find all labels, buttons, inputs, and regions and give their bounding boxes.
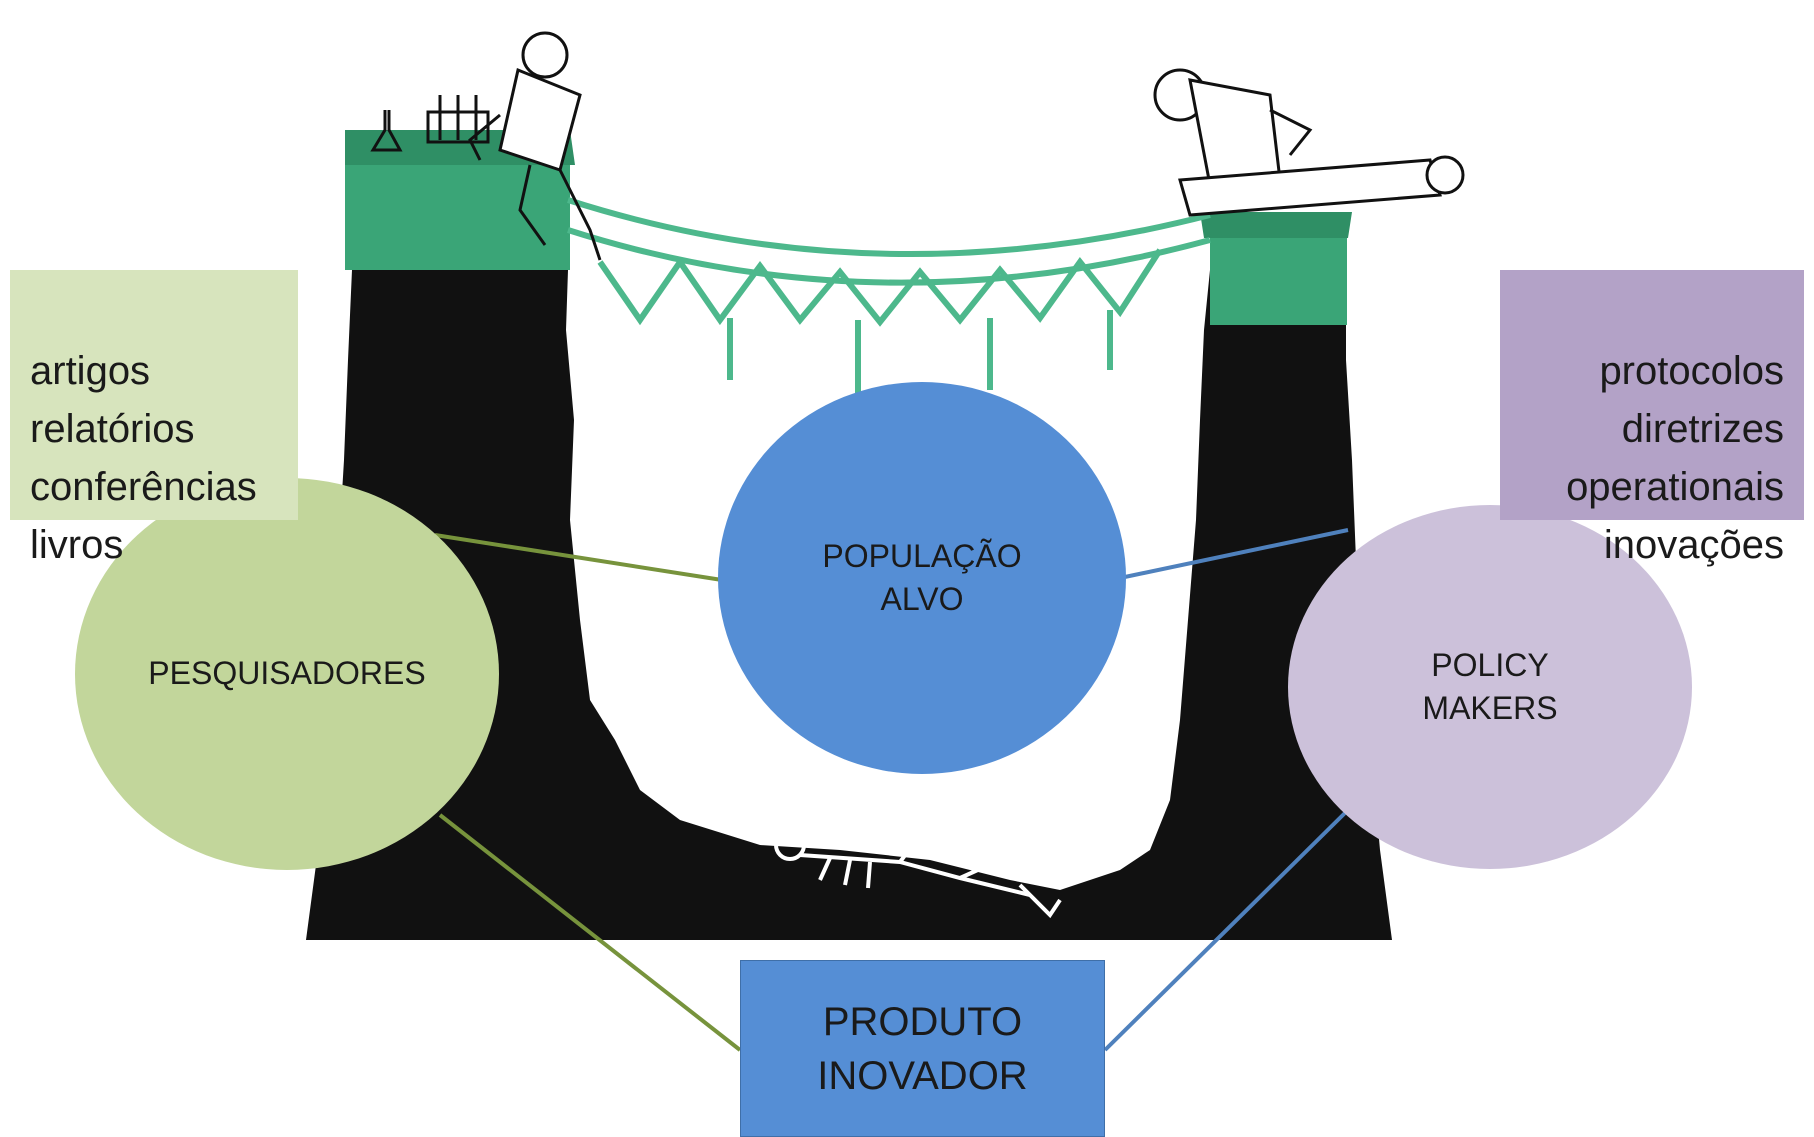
scientist-figure — [468, 31, 602, 261]
doctor-figure — [1153, 68, 1313, 187]
right-pillar — [1200, 212, 1352, 325]
connector-pesquisadores-populacao — [434, 533, 723, 582]
right-pillar-ledge — [1200, 212, 1352, 238]
connector-policy-produto — [1103, 808, 1350, 1052]
policy-makers-node: POLICY MAKERS — [1288, 505, 1692, 869]
policy-outputs-card: protocolos diretrizes operationais inova… — [1500, 270, 1804, 567]
skeleton-figure — [774, 829, 1062, 919]
policy-makers-label: POLICY MAKERS — [1422, 646, 1558, 726]
connector-pesquisadores-produto — [438, 813, 742, 1052]
patient-figure — [1178, 155, 1465, 217]
pesquisadores-label: PESQUISADORES — [148, 655, 426, 692]
right-pillar-top — [1210, 225, 1347, 325]
research-outputs-text: artigos relatórios conferências livros — [30, 349, 257, 567]
research-outputs-card: artigos relatórios conferências livros — [10, 270, 298, 567]
populacao-node: POPULAÇÃO ALVO — [718, 382, 1126, 774]
produto-inovador-label: PRODUTO INOVADOR — [817, 999, 1028, 1098]
connector-lines — [434, 528, 1350, 1052]
populacao-label: POPULAÇÃO ALVO — [822, 537, 1022, 617]
broken-bridge — [567, 197, 1211, 395]
policy-outputs-text: protocolos diretrizes operationais inova… — [1566, 349, 1784, 567]
left-pillar-body — [306, 270, 1392, 940]
pesquisadores-node: PESQUISADORES — [75, 478, 499, 870]
lab-equipment — [370, 95, 490, 152]
connector-populacao-policy — [1119, 528, 1349, 580]
produto-inovador-node: PRODUTO INOVADOR — [740, 960, 1105, 1137]
